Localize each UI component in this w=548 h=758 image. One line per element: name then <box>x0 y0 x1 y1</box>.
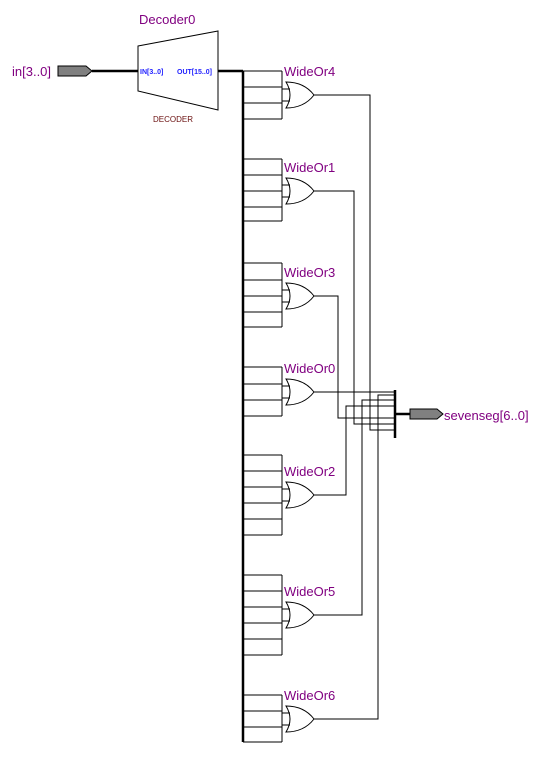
decoder-shape <box>137 30 219 111</box>
or-gate-wideor6[interactable]: WideOr6 <box>243 394 395 743</box>
gate-output-wire <box>314 94 395 431</box>
gate-output-wire <box>314 394 395 720</box>
or-gate-body <box>285 282 315 310</box>
gate-output-wire <box>314 190 395 425</box>
or-gate-label: WideOr3 <box>284 265 335 280</box>
output-port-label: sevenseg[6..0] <box>444 408 529 423</box>
output-port[interactable]: sevenseg[6..0] <box>409 408 529 423</box>
decoder-block[interactable]: Decoder0 IN[3..0] OUT[15..0] DECODER <box>137 12 219 124</box>
or-gate-wideor3[interactable]: WideOr3 <box>243 262 395 419</box>
decoder-type-label: DECODER <box>153 115 193 124</box>
output-port-arrow <box>409 408 444 420</box>
or-gate-body <box>285 81 315 109</box>
or-gate-label: WideOr2 <box>284 464 335 479</box>
or-gate-label: WideOr0 <box>284 361 335 376</box>
gate-output-wire <box>314 295 395 419</box>
input-port-arrow <box>57 65 93 77</box>
or-gate-body <box>285 378 315 406</box>
input-port[interactable]: in[3..0] <box>12 64 93 79</box>
or-gate-label: WideOr4 <box>284 64 335 79</box>
or-gate-body <box>285 705 315 733</box>
or-gate-wideor2[interactable]: WideOr2 <box>243 405 395 536</box>
gate-output-wire <box>314 405 395 496</box>
or-gate-wideor0[interactable]: WideOr0 <box>243 361 395 417</box>
gate-output-wire <box>314 399 395 616</box>
or-gate-body <box>285 601 315 629</box>
input-port-label: in[3..0] <box>12 64 51 79</box>
or-gate-body <box>285 177 315 205</box>
decoder-in-pin-label: IN[3..0] <box>140 69 163 76</box>
or-gate-wideor4[interactable]: WideOr4 <box>243 64 395 431</box>
or-gate-label: WideOr6 <box>284 688 335 703</box>
or-gates-layer: WideOr4WideOr1WideOr3WideOr0WideOr2WideO… <box>243 64 395 743</box>
or-gate-label: WideOr5 <box>284 584 335 599</box>
or-gate-body <box>285 481 315 509</box>
or-gate-wideor5[interactable]: WideOr5 <box>243 399 395 656</box>
or-gate-wideor1[interactable]: WideOr1 <box>243 158 395 425</box>
decoder-out-pin-label: OUT[15..0] <box>177 69 212 76</box>
or-gate-label: WideOr1 <box>284 160 335 175</box>
decoder-instance-label: Decoder0 <box>139 12 195 27</box>
